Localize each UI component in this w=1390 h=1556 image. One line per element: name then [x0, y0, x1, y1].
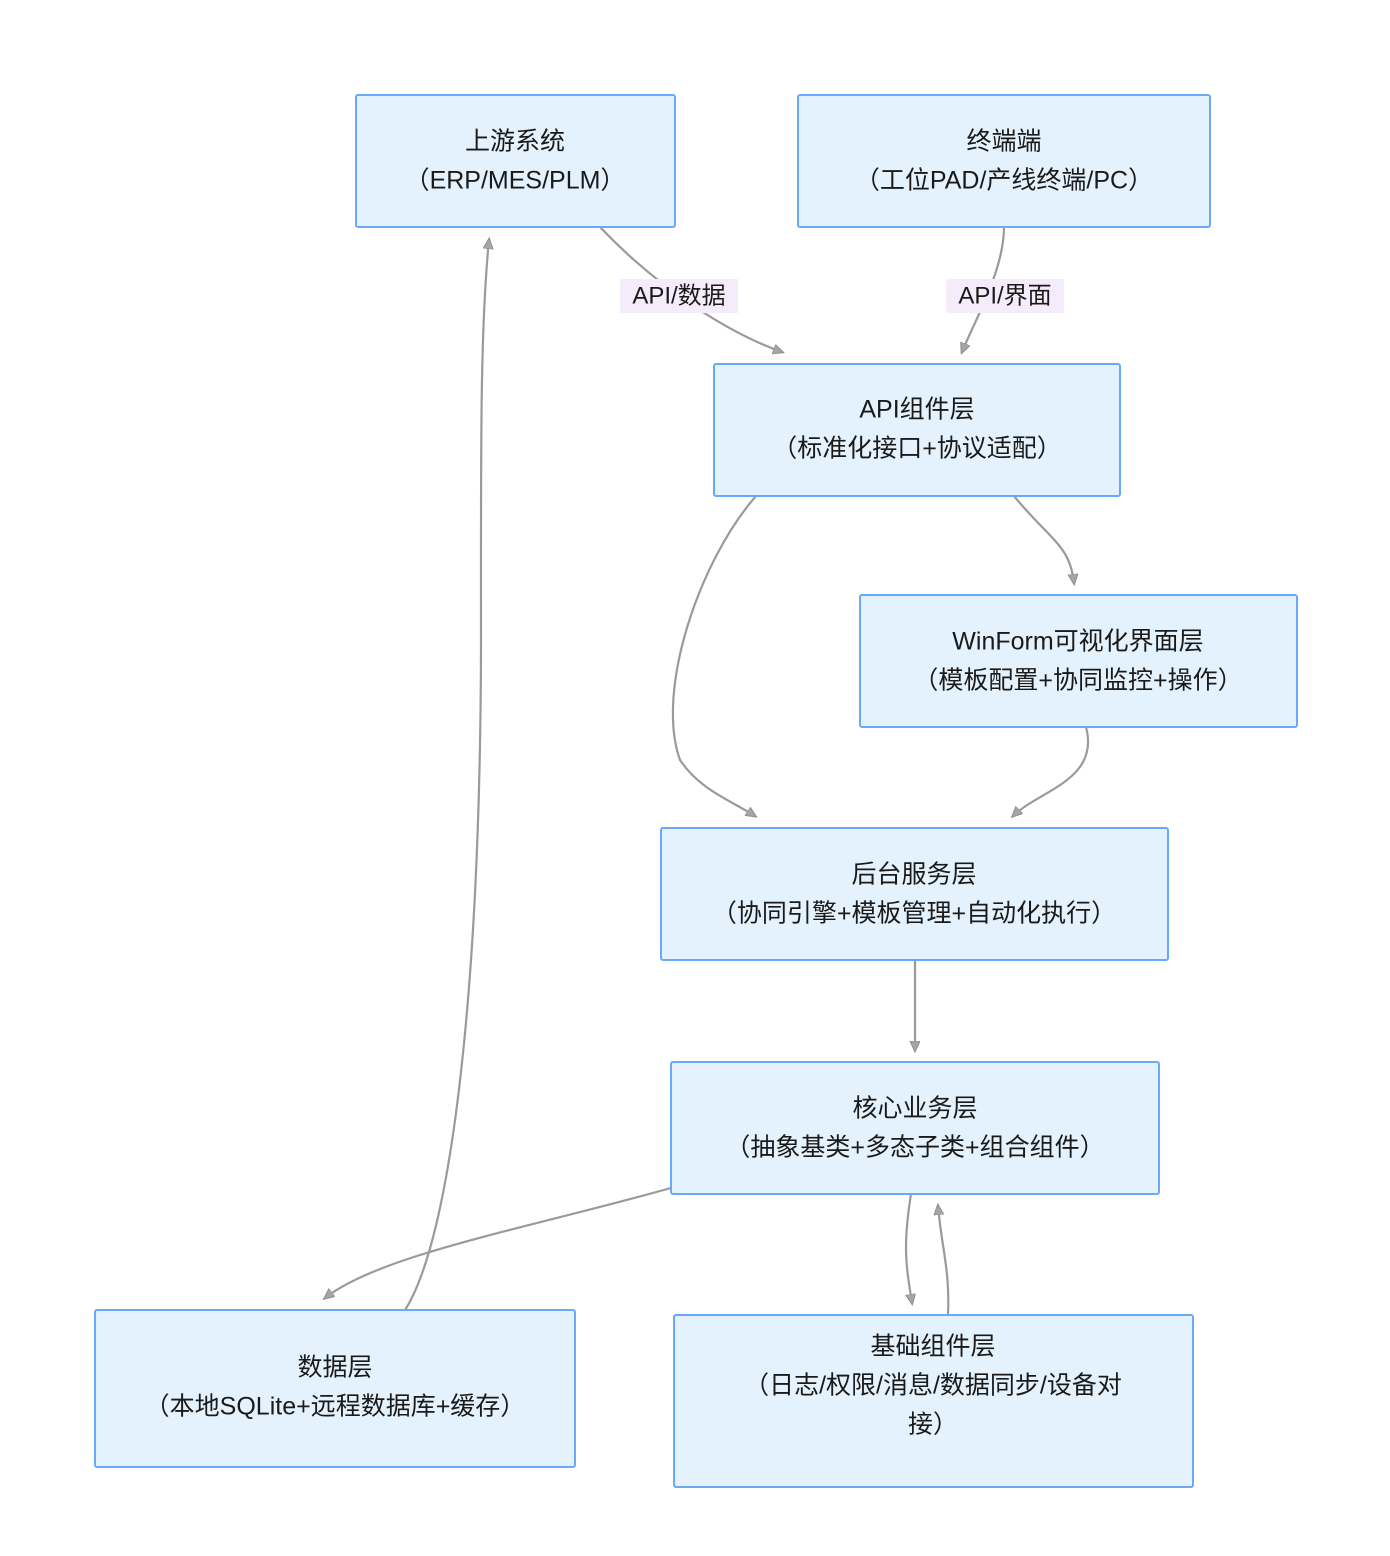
node-base-component-layer-subtitle: （日志/权限/消息/数据同步/设备对	[744, 1372, 1122, 1400]
edge-label-api-data-text: API/数据	[632, 282, 725, 309]
node-upstream-title: 上游系统	[465, 128, 565, 156]
edge-winform-to-backend	[1013, 726, 1090, 816]
node-backend-layer-title: 后台服务层	[851, 861, 976, 889]
node-terminal-subtitle: （工位PAD/产线终端/PC）	[855, 167, 1153, 195]
node-upstream[interactable]: 上游系统 （ERP/MES/PLM）	[355, 94, 676, 228]
node-base-component-layer-title: 基础组件层	[870, 1333, 995, 1361]
node-core-layer-title: 核心业务层	[852, 1095, 977, 1123]
edge-label-api-ui: API/界面	[946, 279, 1064, 313]
node-base-component-layer-rect[interactable]	[673, 1314, 1194, 1488]
node-winform-layer[interactable]: WinForm可视化界面层 （模板配置+协同监控+操作）	[859, 594, 1298, 728]
node-data-layer[interactable]: 数据层 （本地SQLite+远程数据库+缓存）	[94, 1309, 576, 1468]
node-backend-layer-rect[interactable]	[660, 827, 1169, 961]
node-base-component-layer-subtitle-line2: 接）	[908, 1411, 958, 1439]
node-core-layer-rect[interactable]	[670, 1061, 1160, 1195]
node-winform-layer-rect[interactable]	[859, 594, 1298, 728]
node-terminal[interactable]: 终端端 （工位PAD/产线终端/PC）	[797, 94, 1211, 228]
node-core-layer[interactable]: 核心业务层 （抽象基类+多态子类+组合组件）	[670, 1061, 1160, 1195]
node-data-layer-subtitle: （本地SQLite+远程数据库+缓存）	[145, 1393, 526, 1421]
node-upstream-rect[interactable]	[355, 94, 676, 228]
edge-base-to-core	[938, 1206, 950, 1316]
node-terminal-title: 终端端	[966, 128, 1041, 156]
edge-core-to-base	[906, 1193, 912, 1303]
node-api-layer-title: API组件层	[859, 396, 974, 424]
node-upstream-subtitle: （ERP/MES/PLM）	[405, 167, 626, 195]
node-backend-layer[interactable]: 后台服务层 （协同引擎+模板管理+自动化执行）	[660, 827, 1169, 961]
node-api-layer[interactable]: API组件层 （标准化接口+协议适配）	[713, 363, 1121, 497]
edge-label-api-ui-text: API/界面	[958, 282, 1051, 309]
edge-core-to-data	[325, 1186, 672, 1298]
node-base-component-layer[interactable]: 基础组件层 （日志/权限/消息/数据同步/设备对 接）	[673, 1314, 1194, 1488]
node-data-layer-rect[interactable]	[94, 1309, 576, 1468]
node-winform-layer-title: WinForm可视化界面层	[952, 628, 1203, 656]
edge-label-api-data: API/数据	[620, 279, 738, 313]
node-api-layer-subtitle: （标准化接口+协议适配）	[772, 435, 1062, 463]
node-api-layer-rect[interactable]	[713, 363, 1121, 497]
node-terminal-rect[interactable]	[797, 94, 1211, 228]
edge-labels-group: API/数据 API/界面	[620, 279, 1064, 313]
node-backend-layer-subtitle: （协同引擎+模板管理+自动化执行）	[712, 900, 1116, 928]
node-winform-layer-subtitle: （模板配置+协同监控+操作）	[913, 667, 1242, 695]
node-core-layer-subtitle: （抽象基类+多态子类+组合组件）	[725, 1134, 1104, 1162]
edge-api-to-backend	[671, 495, 756, 816]
edges-group	[325, 226, 1090, 1316]
edge-data-to-upstream	[404, 240, 489, 1311]
nodes-group: 上游系统 （ERP/MES/PLM） 终端端 （工位PAD/产线终端/PC） A…	[94, 94, 1298, 1488]
edge-api-to-winform	[1013, 495, 1074, 583]
node-data-layer-title: 数据层	[297, 1354, 372, 1382]
